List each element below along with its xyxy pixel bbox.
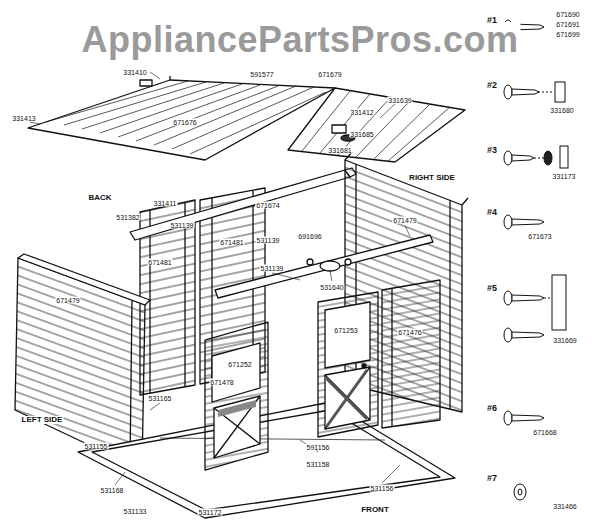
view-label: FRONT: [360, 506, 390, 514]
part-number: 671674: [255, 202, 280, 209]
hardware-number: #7: [486, 474, 498, 483]
part-number: 671481: [147, 259, 172, 266]
part-number: 331669: [552, 337, 577, 344]
part-number: 671676: [172, 119, 197, 126]
part-number: 671481: [219, 239, 244, 246]
part-number: 331410: [122, 69, 147, 76]
hardware-number: #4: [486, 208, 498, 217]
part-number: 671479: [392, 217, 417, 224]
part-number: 531168: [100, 487, 125, 494]
part-number: 671690: [555, 11, 580, 18]
watermark: AppliancePartsPros.com: [79, 22, 520, 58]
part-number: 331680: [549, 107, 574, 114]
part-number: 531165: [148, 395, 173, 402]
part-number: 531133: [123, 508, 148, 515]
part-number: 591577: [249, 71, 274, 78]
part-number: 671253: [333, 327, 358, 334]
part-number: 531156: [370, 485, 395, 492]
hardware-number: #1: [486, 16, 498, 25]
part-number: 531139: [256, 237, 281, 244]
part-number: 331466: [552, 503, 577, 510]
part-number: 691696: [297, 233, 322, 240]
part-number: 531139: [170, 222, 195, 229]
part-number: 331412: [349, 109, 374, 116]
part-number: 531139: [260, 265, 285, 272]
part-number: 671476: [397, 329, 422, 336]
shed-lines: [15, 72, 468, 518]
part-number: 331173: [552, 173, 577, 180]
hardware-column: [504, 20, 568, 500]
part-number: 591156: [306, 444, 331, 451]
hardware-number: #6: [486, 404, 498, 413]
part-number: 531382: [115, 214, 140, 221]
part-number: 671668: [532, 429, 557, 436]
part-number: 531158: [306, 461, 331, 468]
part-number: 331681: [327, 147, 352, 154]
view-label: LEFT SIDE: [21, 416, 64, 424]
hardware-number: #5: [486, 284, 498, 293]
part-number: 331413: [11, 115, 36, 122]
part-number: 671699: [555, 31, 580, 38]
part-number: 671673: [527, 233, 552, 240]
part-number: 331411: [153, 200, 178, 207]
hardware-number: #2: [486, 81, 498, 90]
part-number: 331639: [387, 97, 412, 104]
part-number: 671478: [209, 379, 234, 386]
view-label: BACK: [87, 194, 112, 202]
part-number: 531172: [198, 509, 223, 516]
part-number: 671252: [227, 361, 252, 368]
part-number: 531155: [84, 443, 109, 450]
hardware-number: #3: [486, 146, 498, 155]
part-number: 531640: [319, 284, 344, 291]
part-number: 671691: [555, 21, 580, 28]
part-number: 331685: [349, 131, 374, 138]
part-number: 671679: [317, 71, 342, 78]
view-label: RIGHT SIDE: [408, 174, 456, 182]
part-number: 671479: [55, 297, 80, 304]
